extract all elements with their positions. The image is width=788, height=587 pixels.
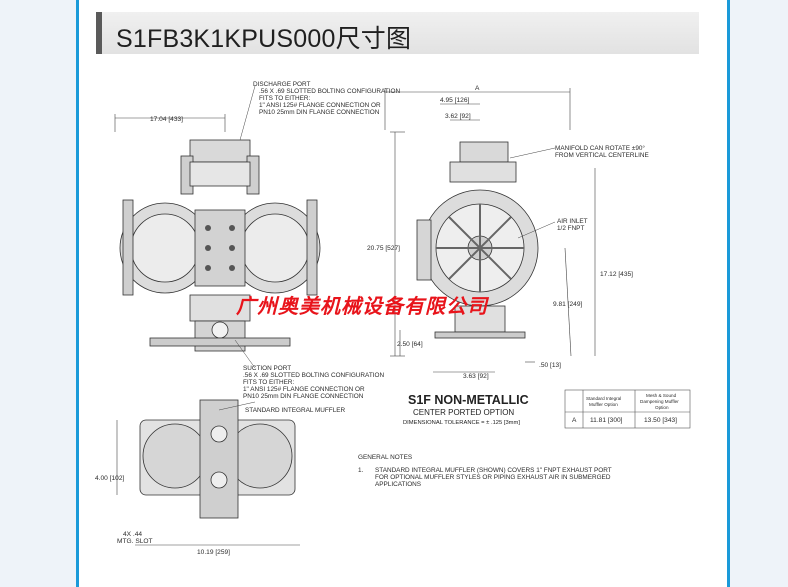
dim-4-00: 4.00 [102] [95,475,124,482]
general-notes-line1: STANDARD INTEGRAL MUFFLER (SHOWN) COVERS… [375,467,612,474]
dim-slot-line2: MTG. SLOT [117,538,153,545]
table-col2-line2: Dampening Muffler [640,399,679,404]
air-inlet-line2: 1/2 FNPT [557,225,584,232]
air-inlet-line1: AIR INLET [557,218,588,225]
suction-port-line2: FITS TO EITHER: [243,379,294,386]
dim-0-50: .50 [13] [539,362,561,369]
dim-width-front: 17.04 [433] [150,116,183,123]
table-row-v2: 13.50 [343] [644,417,677,424]
manifold-note-line2: FROM VERTICAL CENTERLINE [555,152,649,159]
dim-9-81: 9.81 [249] [553,301,582,308]
dim-10-19: 10.19 [259] [197,549,230,556]
general-notes-title: GENERAL NOTES [358,454,412,461]
table-col1-line2: Muffler Option [589,402,618,407]
table-col2-line1: Mesh & Sound [646,393,677,398]
general-notes-num: 1. [358,467,364,474]
model-title: S1F NON-METALLIC [408,393,529,407]
discharge-port-line2: FITS TO EITHER: [259,95,310,102]
dimension-drawing: DISCHARGE PORT .56 X .69 SLOTTED BOLTING… [95,70,700,585]
company-watermark: 广州奥美机械设备有限公司 [236,296,488,318]
top-view-pump [139,399,296,519]
table-row-label: A [572,417,577,424]
page-title: S1FB3K1KPUS000尺寸图 [116,25,412,53]
dim-a: A [475,85,480,92]
general-notes-line2: FOR OPTIONAL MUFFLER STYLES OR PIPING EX… [375,474,611,481]
dim-4-96: 4.95 [126] [440,97,469,104]
table-col1-line1: Standard Integral [586,396,621,401]
manifold-note-line1: MANIFOLD CAN ROTATE ±90° [555,144,645,152]
dim-2-50: 2.50 [64] [397,341,423,348]
model-tolerance: DIMENSIONAL TOLERANCE = ± .125 [3mm] [403,420,520,426]
dim-17-12: 17.12 [435] [600,271,633,278]
discharge-port-line1: .56 X .69 SLOTTED BOLTING CONFIGURATION [259,88,400,95]
table-col2-line3: Option [655,405,669,410]
general-notes-line3: APPLICATIONS [375,481,421,488]
muffler-label: STANDARD INTEGRAL MUFFLER [245,407,346,414]
dimension-table [564,389,691,429]
dim-slot-line1: 4X .44 [123,531,142,538]
table-row-v1: 11.81 [300] [590,417,623,424]
dim-3-63: 3.63 [92] [463,373,489,380]
suction-port-title: SUCTION PORT [243,365,291,372]
title-bar: S1FB3K1KPUS000尺寸图 [96,12,699,54]
side-view-pump [416,141,539,339]
suction-port-line4: PN10 25mm DIN FLANGE CONNECTION [243,393,364,400]
discharge-port-title: DISCHARGE PORT [253,81,311,88]
discharge-port-line3: 1" ANSI 125# FLANGE CONNECTION OR [259,102,381,109]
discharge-port-line4: PN10 25mm DIN FLANGE CONNECTION [259,109,380,116]
front-view-pump [119,139,321,352]
suction-port-line1: .56 X .69 SLOTTED BOLTING CONFIGURATION [243,372,384,379]
dim-3-62: 3.62 [92] [445,113,471,120]
suction-port-line3: 1" ANSI 125# FLANGE CONNECTION OR [243,386,365,393]
dim-height: 20.75 [527] [367,245,400,252]
model-subtitle: CENTER PORTED OPTION [413,408,514,417]
